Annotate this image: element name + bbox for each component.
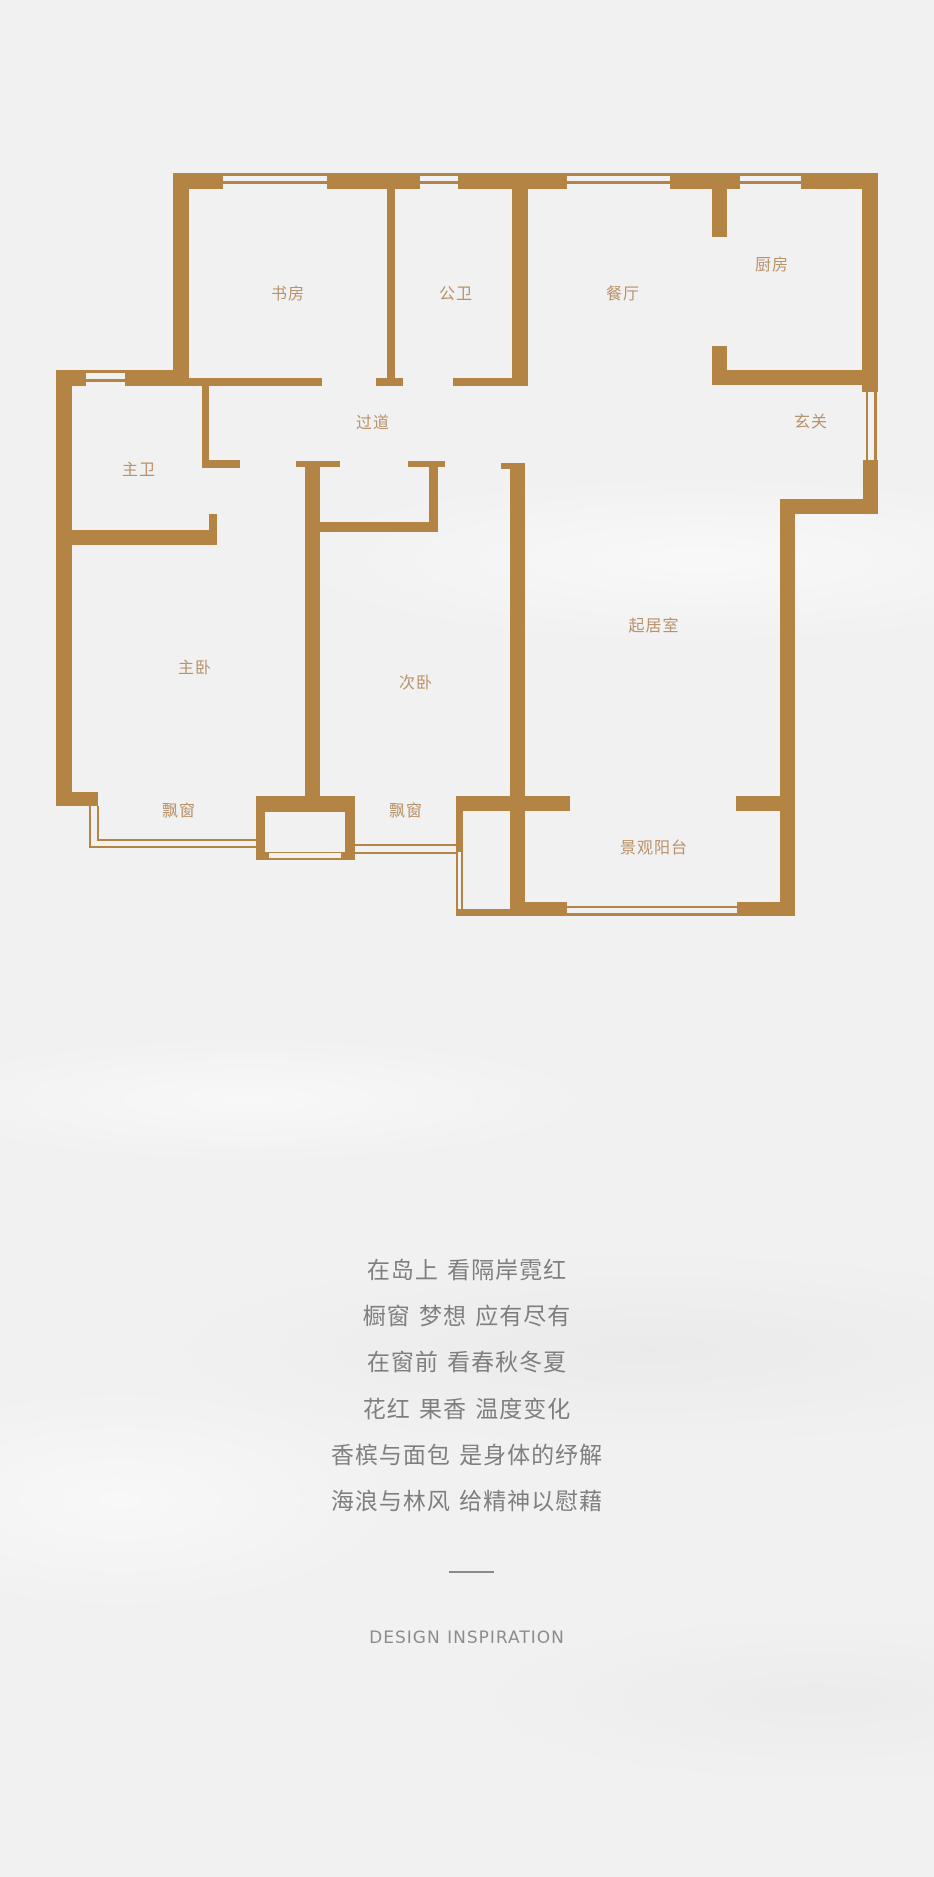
- wall: [189, 378, 322, 386]
- window: [456, 852, 458, 910]
- poem-line: 在岛上 看隔岸霓红: [366, 1258, 568, 1284]
- wall: [456, 909, 510, 916]
- wall: [670, 173, 740, 189]
- window: [740, 181, 801, 184]
- wall: [456, 811, 463, 852]
- window: [567, 181, 670, 184]
- wall: [501, 463, 511, 469]
- room-label-bay-window-master: 飘窗: [161, 801, 197, 820]
- wall: [712, 189, 727, 237]
- wall: [712, 370, 878, 385]
- window: [567, 913, 737, 916]
- room-label-second-bedroom: 次卧: [398, 673, 434, 692]
- window: [86, 379, 125, 382]
- wall: [376, 378, 403, 386]
- wall: [296, 461, 340, 467]
- bay-window: [97, 839, 256, 841]
- wall: [173, 173, 189, 386]
- poem-line: 海浪与林风 给精神以慰藉: [330, 1488, 604, 1515]
- room-label-kitchen: 厨房: [754, 255, 790, 274]
- wall: [525, 902, 567, 916]
- divider: [449, 1571, 494, 1573]
- window: [567, 906, 737, 908]
- room-label-foyer: 玄关: [793, 412, 829, 431]
- poem-line: 在窗前 看春秋冬夏: [366, 1350, 568, 1377]
- wall: [737, 902, 795, 916]
- column-inner: [265, 812, 345, 852]
- wall: [209, 514, 217, 545]
- wall: [387, 189, 395, 378]
- floor-plan: 书房 公卫 餐厅 厨房 过道 玄关 主卫 主卧 次卧 起居室 飘窗 飘窗 景观阳…: [56, 173, 878, 916]
- wall: [202, 460, 240, 468]
- window: [420, 173, 458, 176]
- entry-door: [866, 392, 868, 460]
- wall: [429, 467, 438, 532]
- wall: [862, 173, 878, 392]
- room-label-master-bath: 主卫: [121, 460, 157, 479]
- wall: [510, 463, 525, 916]
- wall: [327, 173, 420, 189]
- design-inspiration-caption: DESIGN INSPIRATION: [369, 1628, 565, 1648]
- wall: [801, 173, 878, 189]
- wall: [780, 499, 878, 514]
- window: [86, 370, 125, 373]
- room-label-master-bedroom: 主卧: [177, 658, 213, 677]
- window: [567, 173, 670, 176]
- wall: [512, 189, 528, 386]
- wall: [72, 530, 210, 545]
- poem-line: 香槟与面包 是身体的纾解: [330, 1442, 604, 1469]
- poem-line: 花红 果香 温度变化: [362, 1396, 572, 1423]
- window: [223, 181, 327, 184]
- bay-window: [97, 806, 99, 841]
- wall: [780, 499, 795, 916]
- bay-window: [89, 846, 256, 848]
- window: [461, 852, 463, 910]
- window: [420, 181, 458, 184]
- bay-window: [89, 806, 91, 848]
- room-label-study: 书房: [270, 284, 306, 303]
- wall: [202, 386, 209, 468]
- room-label-hallway: 过道: [355, 413, 391, 432]
- poem-line: 橱窗 梦想 应有尽有: [362, 1304, 572, 1331]
- room-label-bay-window-second: 飘窗: [388, 801, 424, 820]
- bay-window: [355, 852, 456, 854]
- wall: [408, 461, 445, 467]
- bay-window: [355, 844, 456, 846]
- wall: [736, 796, 780, 811]
- wall: [56, 370, 72, 806]
- wall: [305, 461, 320, 797]
- room-label-balcony: 景观阳台: [619, 838, 689, 857]
- room-label-living-room: 起居室: [628, 616, 680, 635]
- wall: [456, 796, 570, 811]
- window: [223, 173, 327, 176]
- window: [740, 173, 801, 176]
- room-label-guest-bath: 公卫: [438, 284, 474, 303]
- wall: [125, 370, 189, 386]
- poem: 在岛上 看隔岸霓红 橱窗 梦想 应有尽有 在窗前 看春秋冬夏 花红 果香 温度变…: [0, 1248, 934, 1525]
- wall: [320, 522, 438, 532]
- entry-door: [874, 392, 877, 460]
- wall: [458, 173, 567, 189]
- wall: [453, 378, 528, 386]
- wall: [56, 792, 98, 806]
- room-label-dining: 餐厅: [605, 284, 641, 303]
- column-strip: [269, 853, 341, 858]
